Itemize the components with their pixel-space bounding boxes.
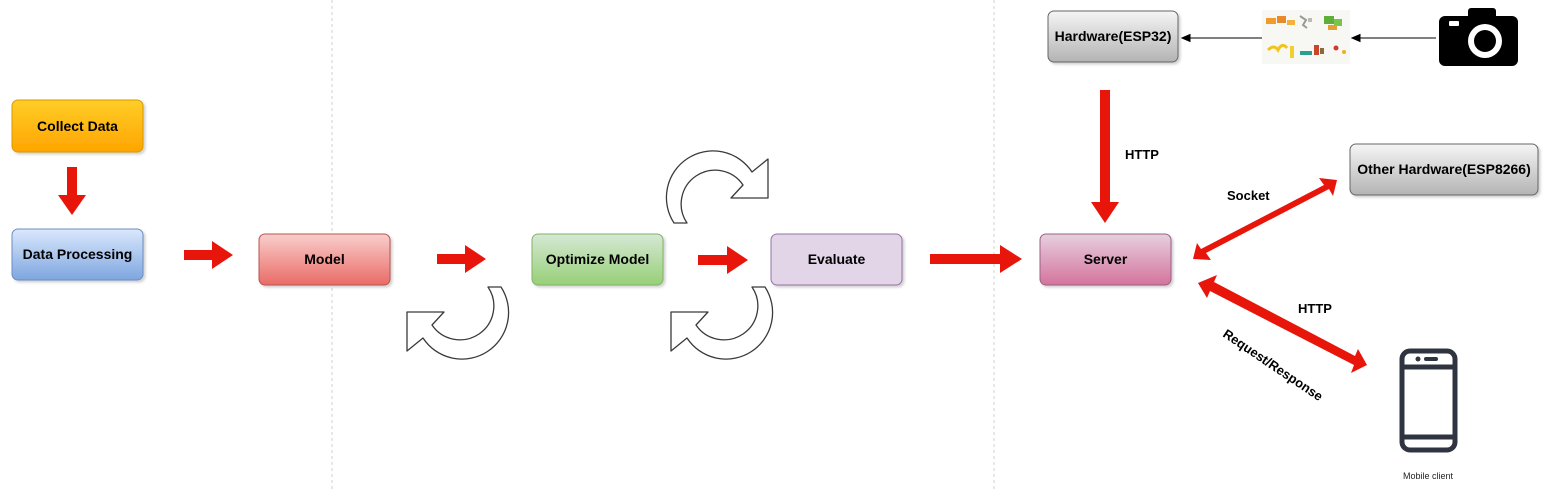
- node-data-processing[interactable]: Data Processing: [11, 228, 144, 281]
- arrow-optimize-to-evaluate: [698, 246, 748, 274]
- edge-label-http-top: HTTP: [1125, 147, 1159, 162]
- smartphone-icon: [1399, 348, 1458, 453]
- arrow-evaluate-to-server: [930, 245, 1022, 273]
- edge-label-http-bottom: HTTP: [1298, 301, 1332, 316]
- node-label: Server: [1084, 251, 1128, 267]
- red-arrows: [58, 90, 1367, 373]
- node-server[interactable]: Server: [1039, 233, 1172, 286]
- mobile-client-caption: Mobile client: [1403, 471, 1454, 481]
- arrow-model-to-optimize: [437, 245, 486, 273]
- objects-image: [1262, 10, 1350, 64]
- node-collect-data[interactable]: Collect Data: [11, 99, 144, 153]
- node-label: Evaluate: [808, 251, 866, 267]
- node-hardware-esp32[interactable]: Hardware(ESP32): [1047, 10, 1179, 63]
- node-label: Hardware(ESP32): [1055, 28, 1172, 44]
- node-model[interactable]: Model: [258, 233, 391, 286]
- node-label: Collect Data: [37, 118, 118, 134]
- arrow-esp32-to-server: [1091, 90, 1119, 223]
- thin-arrows: [1180, 33, 1436, 43]
- cycle-arrows-icon: [670, 286, 774, 360]
- node-label: Other Hardware(ESP8266): [1357, 161, 1531, 177]
- arrow-server-mobile-bidirectional: [1198, 275, 1367, 373]
- edge-label-socket: Socket: [1227, 188, 1270, 203]
- cycle-arrows-icon: [406, 286, 510, 360]
- cycle-arrows-icon: [665, 150, 769, 224]
- node-label: Model: [304, 251, 344, 267]
- arrow-collect-to-processing: [58, 167, 86, 215]
- node-label: Optimize Model: [546, 251, 649, 267]
- node-label: Data Processing: [23, 246, 133, 262]
- node-optimize-model[interactable]: Optimize Model: [531, 233, 664, 286]
- camera-icon: [1439, 8, 1518, 66]
- node-other-hardware-esp8266[interactable]: Other Hardware(ESP8266): [1349, 143, 1539, 196]
- node-evaluate[interactable]: Evaluate: [770, 233, 903, 286]
- arrow-processing-to-model: [184, 241, 233, 269]
- arrow-server-esp8266-bidirectional: [1193, 178, 1337, 260]
